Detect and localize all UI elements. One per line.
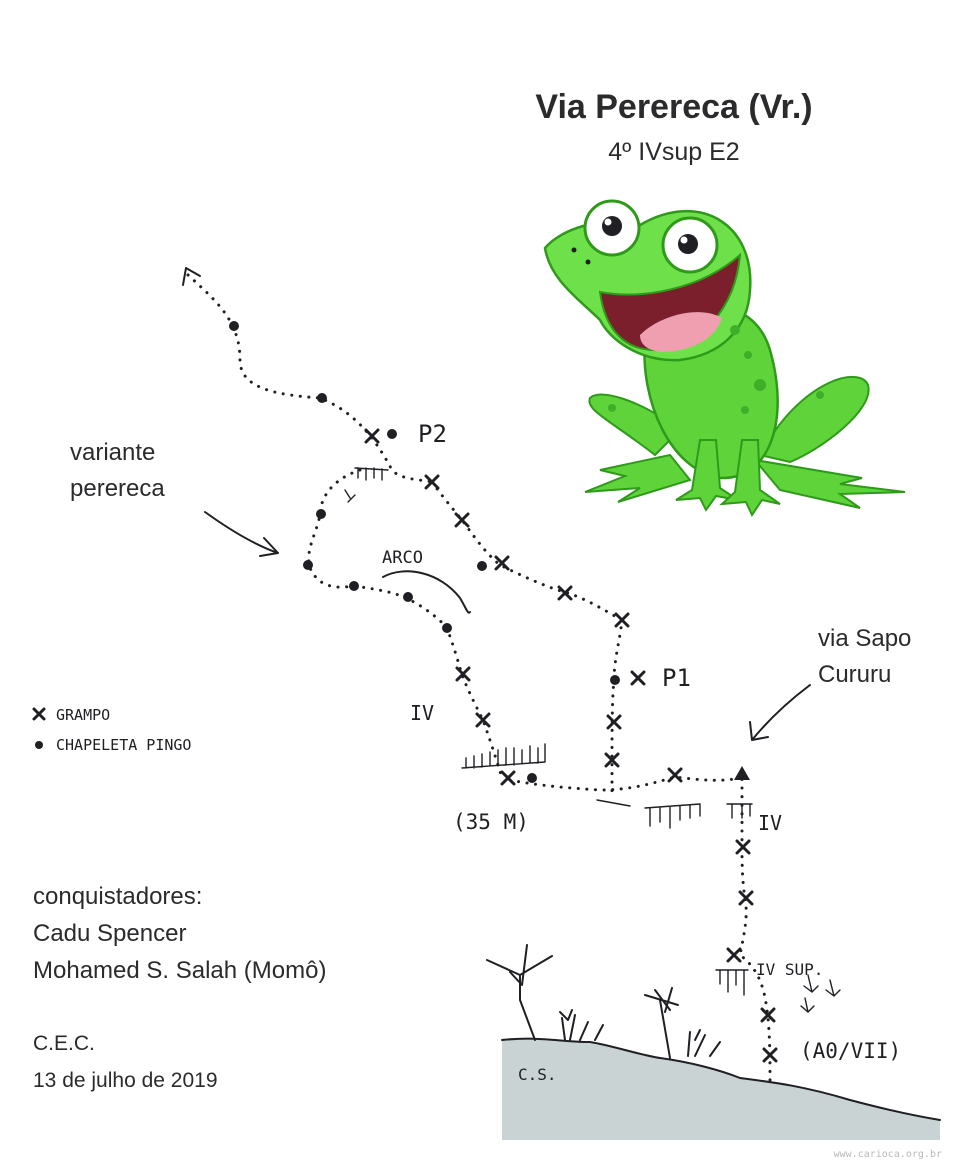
exit-arrow-icon: [183, 268, 200, 285]
credits-name1: Cadu Spencer: [33, 920, 186, 947]
credits-club: C.E.C.: [33, 1032, 95, 1055]
bolt-dot-icon: [317, 393, 327, 403]
bolt-dot-icon: [610, 675, 620, 685]
watermark: www.carioca.org.br: [834, 1149, 942, 1160]
bolt-cross-icon: [366, 430, 378, 442]
p2-label: P2: [418, 420, 447, 448]
bolt-cross-icon: [456, 514, 468, 526]
variante-label: variante perereca: [70, 439, 165, 502]
bolt-cross-icon: [740, 892, 752, 904]
route-title: Via Perereca (Vr.): [535, 88, 812, 126]
credits: conquistadores: Cadu Spencer Mohamed S. …: [33, 883, 326, 1092]
bolt-cross-icon: [728, 949, 740, 961]
legend: GRAMPO CHAPELETA PINGO: [34, 706, 191, 754]
bolt-dot-icon: [316, 509, 326, 519]
sapo-arrow-icon: [750, 685, 810, 740]
credits-name2: Mohamed S. Salah (Momô): [33, 957, 326, 984]
bolt-cross-icon: [616, 614, 628, 626]
bolt-dot-icon: [349, 581, 359, 591]
bolt-dot-icon: [403, 592, 413, 602]
grade-iv-sup: IV SUP.: [756, 960, 823, 979]
bolt-dot-icon: [229, 321, 239, 331]
ground-label: C.S.: [518, 1065, 557, 1084]
grade-iv-left: IV: [410, 701, 434, 725]
frog-illustration: [545, 201, 905, 515]
bolt-dot-icon: [387, 429, 397, 439]
bolt-dot-icon: [477, 561, 487, 571]
bolt-cross-icon: [608, 716, 620, 728]
bolt-cross-icon: [559, 587, 571, 599]
route-grade: 4º IVsup E2: [608, 138, 739, 166]
sapo-line2: Cururu: [818, 661, 891, 688]
bolt-cross-icon: [669, 769, 681, 781]
bolt-cross-icon: [34, 709, 44, 719]
bolt-dot-icon: [303, 560, 313, 570]
bolt-dot-icon: [527, 773, 537, 783]
bolt-crosses: [366, 430, 776, 1061]
grade-iv-right: IV: [758, 811, 782, 835]
credits-heading: conquistadores:: [33, 883, 202, 910]
p1-label: P1: [662, 664, 691, 692]
credits-date: 13 de julho de 2019: [33, 1069, 218, 1092]
bolt-cross-icon: [426, 476, 438, 488]
bolt-cross-icon: [764, 1049, 776, 1061]
variante-arrow-icon: [205, 512, 278, 556]
start-grade-label: (A0/VII): [800, 1039, 901, 1063]
arco-label: ARCO: [382, 548, 423, 568]
bolt-dot-icon: [442, 623, 452, 633]
legend-grampo: GRAMPO: [56, 706, 110, 724]
variante-line2: perereca: [70, 475, 165, 502]
legend-chapeleta: CHAPELETA PINGO: [56, 736, 191, 754]
bolt-cross-icon: [737, 841, 749, 853]
bolt-dot-icon: [35, 741, 43, 749]
variante-line1: variante: [70, 439, 155, 466]
sapo-line1: via Sapo: [818, 625, 911, 652]
belay-triangle-icon: [734, 766, 750, 780]
length-label: (35 M): [453, 810, 529, 834]
bolt-cross-icon: [632, 672, 644, 684]
bolt-cross-icon: [502, 772, 514, 784]
